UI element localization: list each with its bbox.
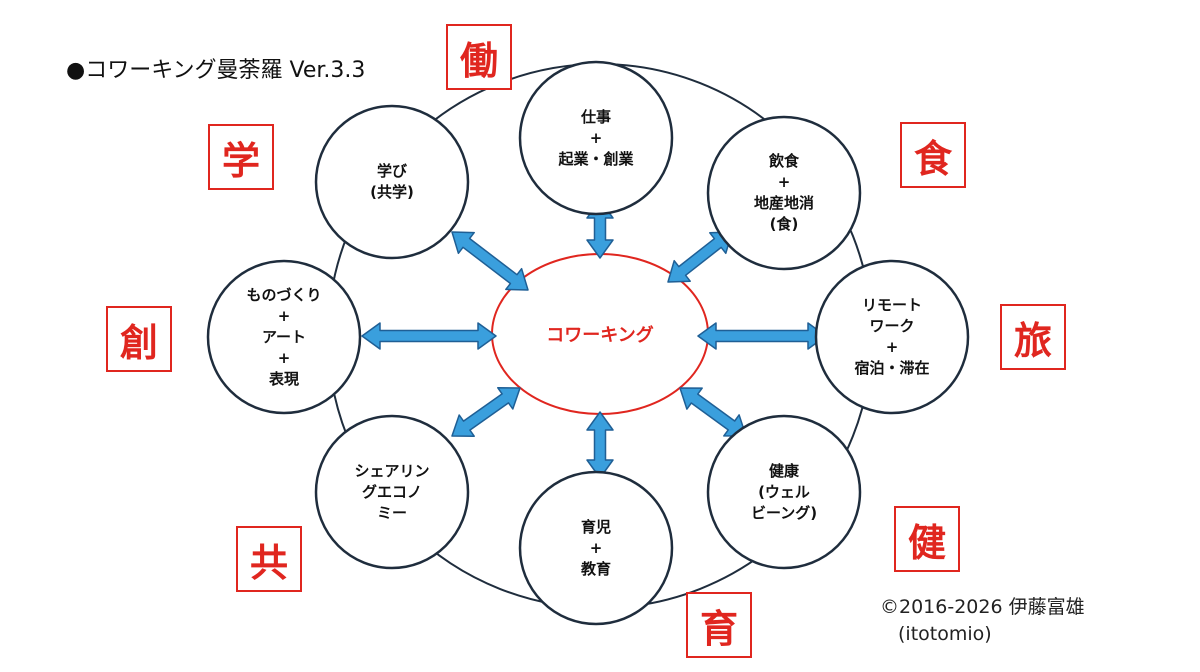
node-label-health: 健康 (ウェル ビーング) — [708, 416, 860, 568]
arrow-learn — [451, 231, 529, 291]
page-title: ●コワーキング曼荼羅 Ver.3.3 — [66, 58, 366, 83]
node-label-make: ものづくり + アート + 表現 — [208, 261, 360, 413]
kanji-box-child: 育 — [686, 592, 752, 658]
copyright: ©2016-2026 伊藤富雄 (itotomio) — [880, 594, 1085, 648]
node-label-child: 育児 + 教育 — [520, 472, 672, 624]
kanji-box-work: 働 — [446, 24, 512, 90]
node-line: (食) — [769, 215, 799, 233]
kanji-box-food: 食 — [900, 122, 966, 188]
node-line: ビーング) — [750, 503, 818, 522]
kanji-box-share: 共 — [236, 526, 302, 592]
node-line: + — [777, 173, 791, 191]
node-line: 起業・創業 — [558, 149, 634, 168]
node-line: (共学) — [370, 183, 414, 201]
kanji-box-learn: 学 — [208, 124, 274, 190]
copyright-line2: (itotomio) — [898, 623, 992, 645]
node-circle-work — [518, 60, 674, 216]
node-label-remote: リモート ワーク + 宿泊・滞在 — [816, 261, 968, 413]
node-line: 飲食 — [768, 152, 799, 170]
node-line: + — [277, 306, 291, 325]
node-line: ものづくり — [246, 285, 322, 304]
node-line: リモート — [861, 296, 922, 314]
arrow-make — [361, 322, 497, 350]
node-circle-remote — [814, 259, 970, 415]
center-label: コワーキング — [546, 325, 654, 346]
node-line: (ウェル — [758, 482, 810, 501]
node-line: 学び — [376, 162, 407, 180]
node-circle-health — [706, 414, 862, 570]
node-circles-group — [206, 60, 970, 626]
node-line: ワーク — [869, 317, 915, 335]
node-circle-child — [518, 470, 674, 626]
node-circle-make — [206, 259, 362, 415]
arrow-child — [586, 411, 614, 479]
copyright-line1: ©2016-2026 伊藤富雄 — [880, 596, 1085, 618]
node-label-learn: 学び (共学) — [316, 106, 468, 258]
node-circle-share — [314, 414, 470, 570]
node-circle-learn — [314, 104, 470, 260]
node-label-work: 仕事 + 起業・創業 — [520, 62, 672, 214]
node-line: ミー — [376, 503, 407, 522]
node-line: + — [589, 128, 603, 147]
node-line: 健康 — [768, 461, 799, 480]
kanji-box-make: 創 — [106, 306, 172, 372]
node-label-share: シェアリン グエコノ ミー — [316, 416, 468, 568]
arrow-share — [451, 387, 521, 437]
node-line: 宿泊・滞在 — [854, 359, 930, 377]
node-line: シェアリン — [354, 461, 430, 480]
node-line: 育児 — [580, 517, 611, 536]
node-label-food: 飲食 + 地産地消 (食) — [708, 117, 860, 269]
arrow-remote — [697, 322, 827, 350]
node-line: アート — [261, 327, 307, 346]
kanji-box-health: 健 — [894, 506, 960, 572]
node-line: + — [885, 338, 899, 356]
node-line: 表現 — [268, 369, 299, 388]
node-line: 地産地消 — [753, 194, 814, 212]
node-line: 仕事 — [580, 107, 611, 126]
node-line: グエコノ — [361, 482, 422, 501]
kanji-box-remote: 旅 — [1000, 304, 1066, 370]
node-circle-food — [706, 115, 862, 271]
node-line: 教育 — [580, 559, 611, 578]
node-line: + — [277, 348, 291, 367]
node-line: + — [589, 538, 603, 557]
